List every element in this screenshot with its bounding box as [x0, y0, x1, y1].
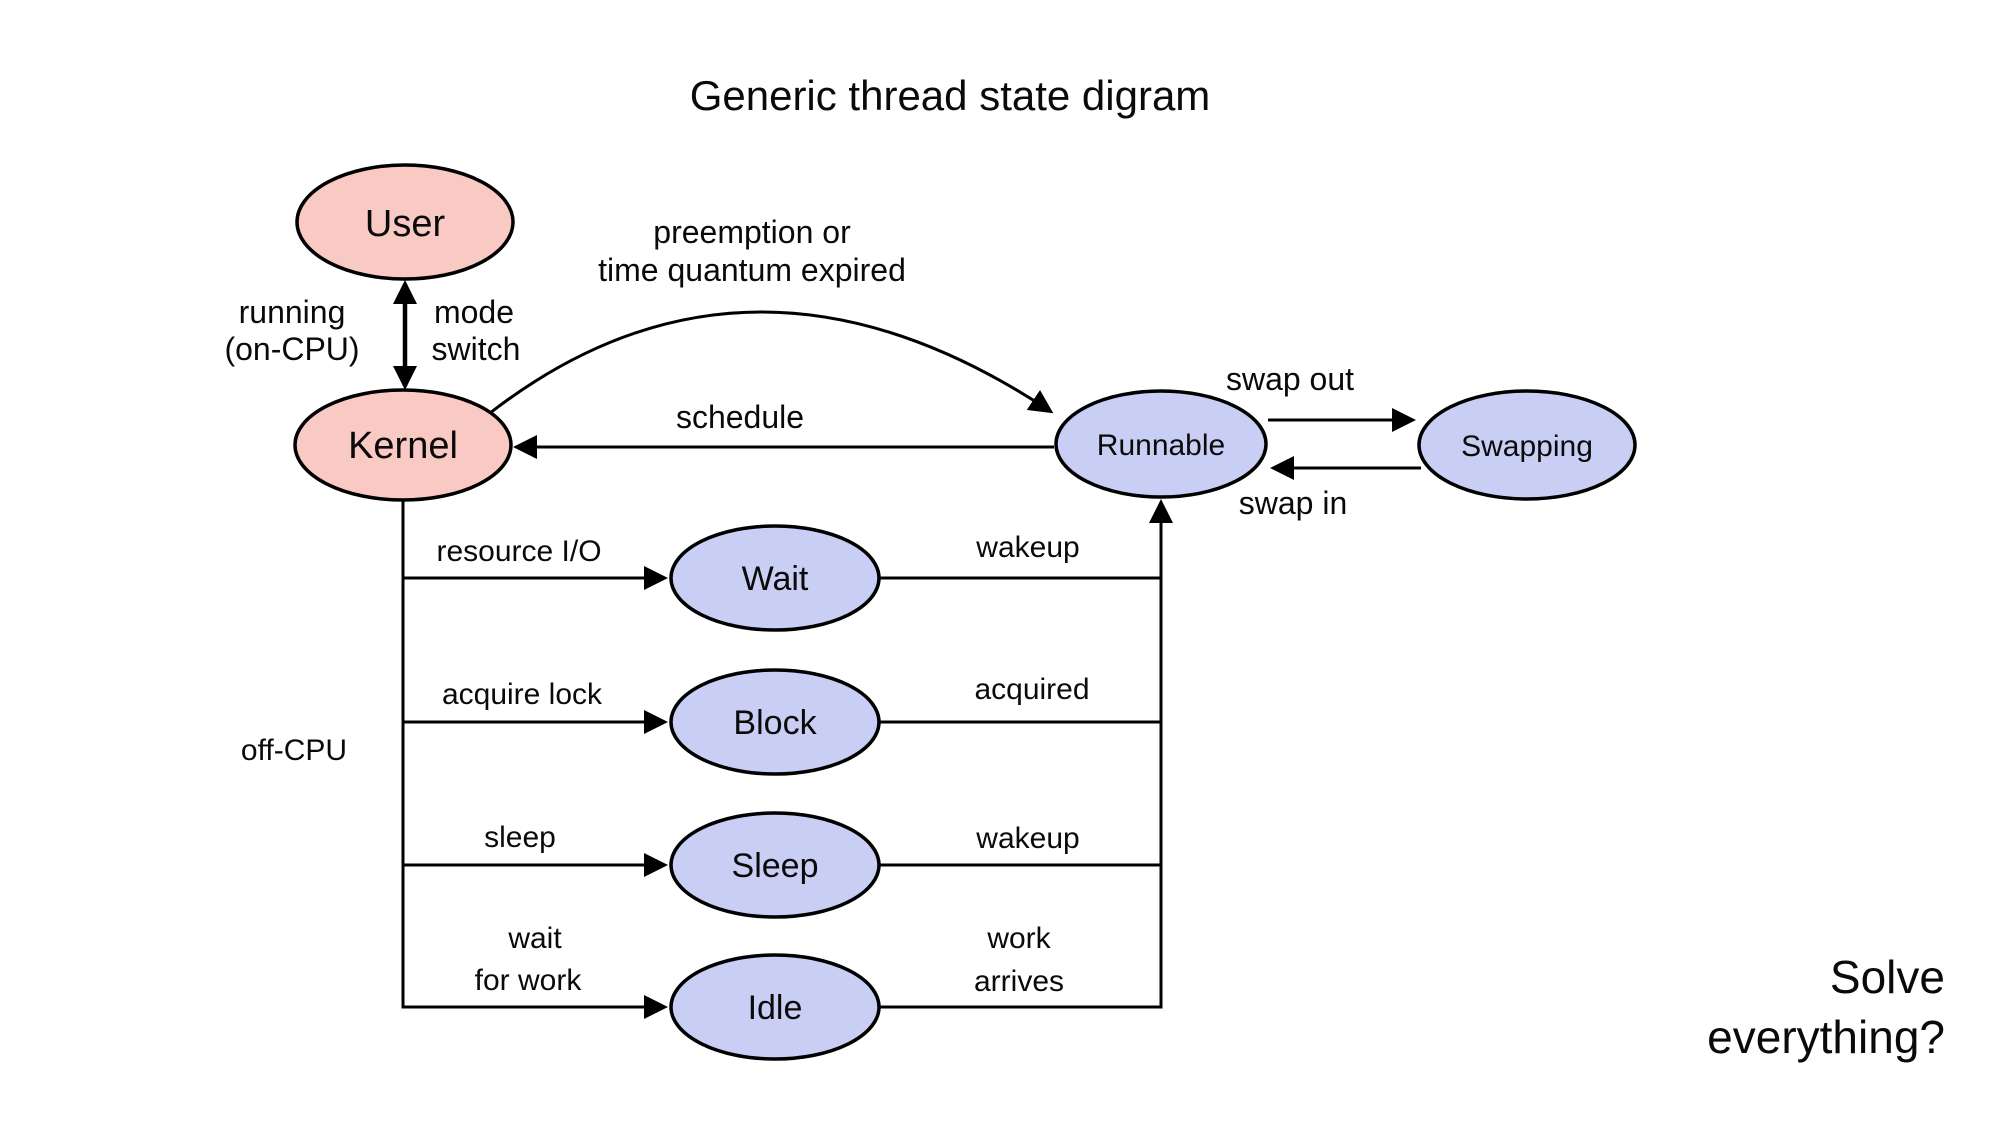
edge-swap-out-label: swap out [1226, 361, 1354, 397]
state-swapping-label: Swapping [1461, 430, 1593, 463]
edge-sleep-label: sleep [484, 821, 556, 854]
state-kernel [293, 388, 513, 502]
state-block-label: Block [733, 704, 817, 742]
state-kernel-label: Kernel [348, 425, 458, 467]
state-sleep [669, 811, 881, 919]
state-swapping [1417, 389, 1637, 501]
edge-running-label-line2: (on-CPU) [224, 331, 359, 367]
edge-swap-in-label: swap in [1239, 485, 1348, 521]
edge-wakeup-from-sleep-label: wakeup [975, 822, 1079, 855]
edge-work-arrives-label-line1: work [986, 922, 1051, 955]
edge-wait-for-work-label-line2: for work [475, 964, 583, 997]
state-user-label: User [365, 203, 446, 245]
state-user [295, 163, 515, 281]
state-wait [669, 524, 881, 632]
edge-preemption-arrow [489, 310, 1054, 415]
edge-preemption-label-line2: time quantum expired [598, 252, 906, 288]
state-runnable-label: Runnable [1097, 429, 1225, 462]
edge-acquire-lock-label: acquire lock [442, 678, 603, 711]
state-sleep-label: Sleep [732, 847, 819, 885]
edge-preemption-label-line1: preemption or [653, 214, 851, 250]
note-line1: Solve [1830, 951, 1945, 1003]
edge-acquired-label: acquired [974, 673, 1089, 706]
edge-running-label-line1: running [239, 294, 346, 330]
state-idle-label: Idle [748, 989, 803, 1027]
edge-off-cpu-trunk-to-idle-arrow [401, 500, 668, 1019]
note-line2: everything? [1707, 1011, 1945, 1063]
state-block [669, 668, 881, 776]
diagram-title: Generic thread state digram [690, 72, 1211, 119]
state-runnable [1054, 389, 1268, 499]
edge-wakeup-trunk-to-runnable-arrow [879, 499, 1173, 1009]
edge-schedule-label: schedule [676, 399, 804, 435]
state-wait-label: Wait [742, 560, 809, 598]
edge-mode-switch-label-line1: mode [434, 294, 514, 330]
edge-mode-switch-label-line2: switch [432, 331, 521, 367]
edge-wait-for-work-label-line1: wait [507, 922, 562, 955]
state-idle [669, 953, 881, 1061]
edge-resource-io-label: resource I/O [436, 535, 601, 568]
edge-off-cpu-label: off-CPU [241, 734, 347, 767]
edge-wakeup-from-wait-label: wakeup [975, 531, 1079, 564]
edge-work-arrives-label-line2: arrives [974, 965, 1064, 998]
